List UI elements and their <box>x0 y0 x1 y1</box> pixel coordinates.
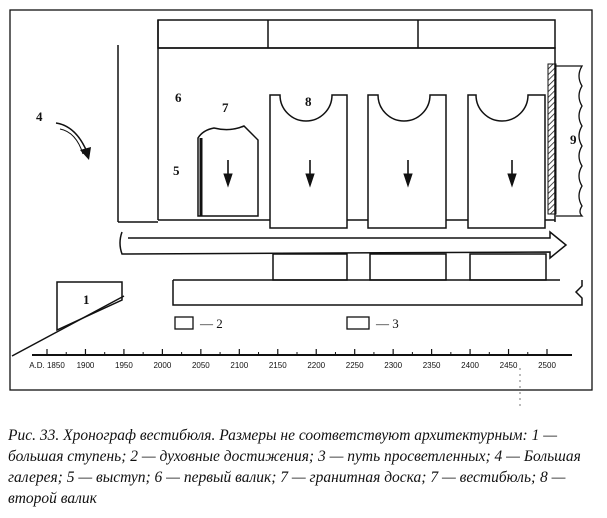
legend-box-3 <box>346 316 370 330</box>
timeline-tick-label: 2450 <box>500 361 518 370</box>
top-blocks <box>157 19 556 49</box>
label-8: 8 <box>305 94 312 109</box>
grand-gallery-arrow-2 <box>59 128 84 155</box>
label-9: 9 <box>570 132 577 147</box>
legend-label-3: — 3 <box>375 316 399 331</box>
timeline-tick-label: 1950 <box>115 361 133 370</box>
timeline-tick-label: 2150 <box>269 361 287 370</box>
timeline-tick-label: 2300 <box>384 361 402 370</box>
lower-passage <box>172 279 583 306</box>
down-arrows <box>223 160 517 188</box>
outer-frame <box>9 9 593 391</box>
element-9 <box>556 65 584 217</box>
stone-2 <box>367 94 447 229</box>
timeline-ticks: A.D. 1850 1900 1950 2000 2050 2100 2150 2200 225… <box>29 349 556 370</box>
timeline-tick-label: 2050 <box>192 361 210 370</box>
stone-1 <box>269 94 348 229</box>
ascending-diagonal <box>11 295 125 357</box>
label-7: 7 <box>222 100 229 115</box>
timeline-tick-label: 2400 <box>461 361 479 370</box>
legend-box-2 <box>174 316 194 330</box>
lower-boxes <box>272 253 547 281</box>
legend-label-2: — 2 <box>199 316 223 331</box>
grand-gallery-arrow <box>55 122 88 153</box>
timeline-tick-label: 2500 <box>538 361 556 370</box>
left-passage-wall <box>117 20 159 223</box>
chronograph-diagram: — 2 — 3 A.D. 1850 1900 1950 2000 2050 2100 215… <box>9 9 593 408</box>
timeline-tick-label: 1900 <box>77 361 95 370</box>
timeline-tick-label: A.D. 1850 <box>29 361 65 370</box>
timeline-tick-label: 2350 <box>423 361 441 370</box>
great-step <box>56 281 123 332</box>
timeline-tick-label: 2100 <box>230 361 248 370</box>
timeline-tick-label: 2000 <box>153 361 171 370</box>
grand-gallery-arrowhead <box>80 147 91 160</box>
hatched-wall <box>547 63 557 215</box>
enlightened-path-arrow <box>119 230 568 260</box>
label-4: 4 <box>36 109 43 124</box>
label-6: 6 <box>175 90 182 105</box>
timeline-tick-label: 2250 <box>346 361 364 370</box>
stone-3 <box>467 94 546 229</box>
timeline-tick-label: 2200 <box>307 361 325 370</box>
label-1: 1 <box>83 292 90 307</box>
figure-caption: Рис. 33. Хронограф вестибюля. Размеры не… <box>8 427 581 507</box>
granite-slab <box>197 125 259 217</box>
label-5: 5 <box>173 163 180 178</box>
